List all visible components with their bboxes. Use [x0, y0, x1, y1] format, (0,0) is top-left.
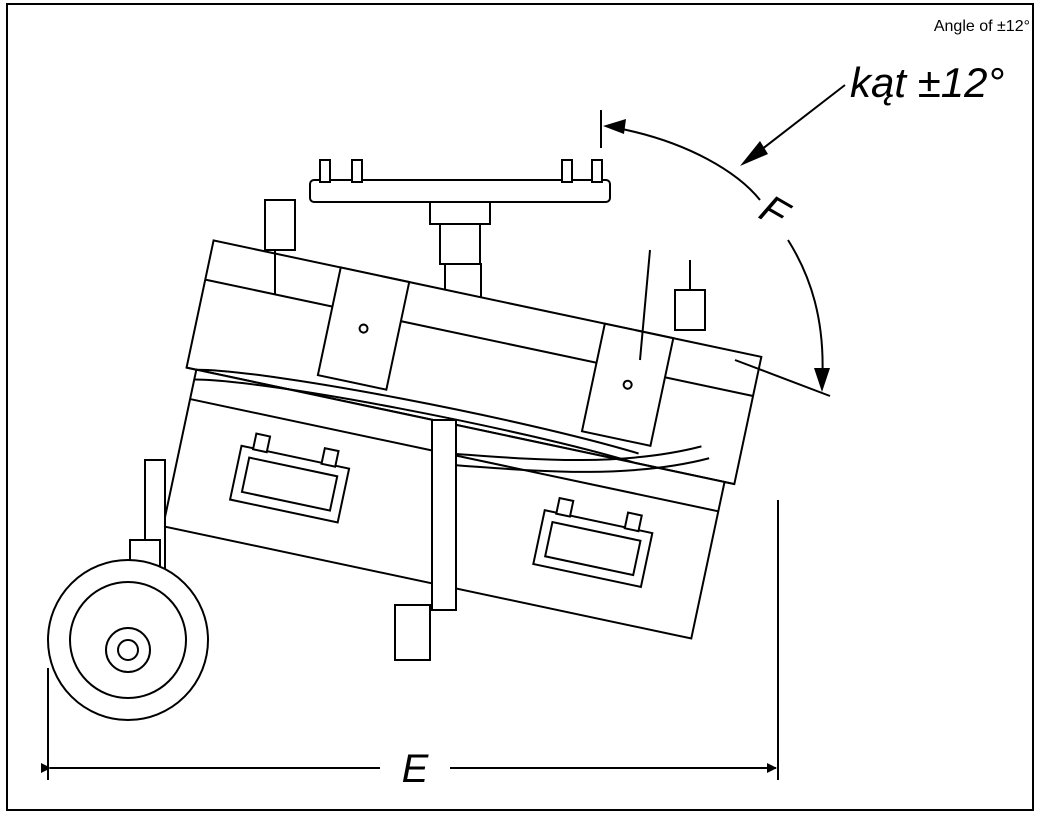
lift-bracket-right — [639, 249, 706, 361]
angle-callout-arrow — [740, 141, 768, 166]
dimension-e — [41, 500, 779, 780]
lift-bracket-left — [264, 199, 296, 295]
center-leg — [394, 419, 457, 661]
caster-assembly — [47, 459, 209, 721]
sweeper-body — [161, 239, 763, 640]
arc-arrow-bottom — [814, 368, 830, 392]
angle-callout — [747, 84, 846, 161]
dimension-f — [600, 110, 831, 397]
mount-plate — [309, 159, 611, 203]
dimension-e-label: E — [402, 747, 430, 791]
arc-arrow-top — [603, 119, 626, 134]
angle-label: kąt ±12° — [850, 59, 1004, 106]
angle-note: Angle of ±12° — [933, 18, 1030, 35]
dimension-f-label: F — [752, 187, 797, 239]
